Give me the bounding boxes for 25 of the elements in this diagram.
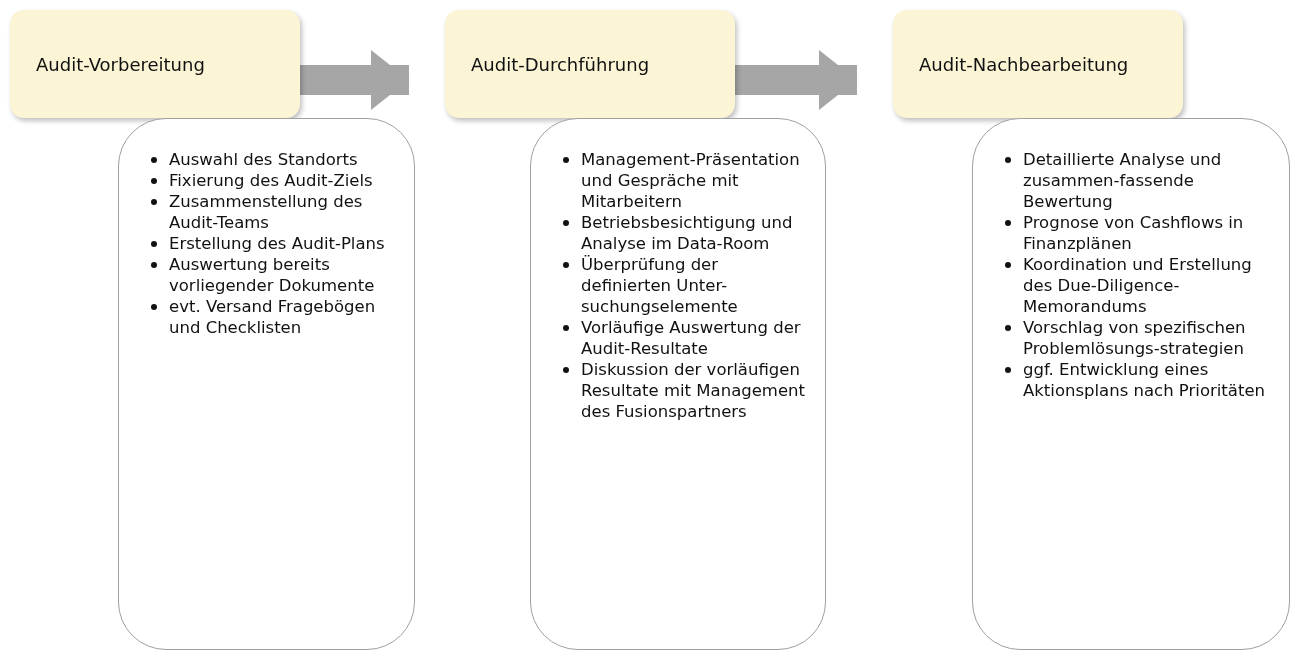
phase-title: Audit-Nachbearbeitung (919, 54, 1129, 75)
task-text: Überprüfung der definierten Unter-suchungselemente (581, 254, 739, 317)
task-text: Auswahl des Standorts (169, 149, 359, 170)
task-text: Management-Präsentation und Gespräche mit Mitarbeitern (581, 149, 801, 212)
phase-title: Audit-Vorbereitung (36, 54, 205, 75)
phase-header-box (10, 10, 300, 118)
task-text: Erstellung des Audit-Plans (169, 233, 386, 254)
phase-header-box (893, 10, 1183, 118)
task-text: Fixierung des Audit-Ziels (169, 170, 374, 191)
task-text: Detaillierte Analyse und zusammen-fassende Bewertung (1023, 149, 1223, 212)
block-arrow (735, 50, 857, 110)
task-text: Vorläufige Auswertung der Audit-Resultate (581, 317, 802, 359)
task-text: Koordination und Erstellung des Due-Diligence-Memorandums (1023, 254, 1253, 317)
phase-title: Audit-Durchführung (471, 54, 650, 75)
phase-header-box (445, 10, 735, 118)
task-text: Betriebsbesichtigung und Analyse im Data-Room (581, 212, 794, 254)
task-text: ggf. Entwicklung eines Aktionsplans nach Prioritäten (1023, 359, 1266, 401)
block-arrow (300, 50, 409, 110)
task-text: Zusammenstellung des Audit-Teams (169, 191, 364, 233)
task-text: Prognose von Cashflows in Finanzplänen (1023, 212, 1245, 254)
task-list-card (972, 118, 1290, 650)
task-list-card (530, 118, 826, 650)
task-list-card (118, 118, 415, 650)
task-text: Diskussion der vorläufigen Resultate mit Management des Fusionspartners (581, 359, 807, 422)
task-text: evt. Versand Fragebögen und Checklisten (169, 296, 377, 338)
